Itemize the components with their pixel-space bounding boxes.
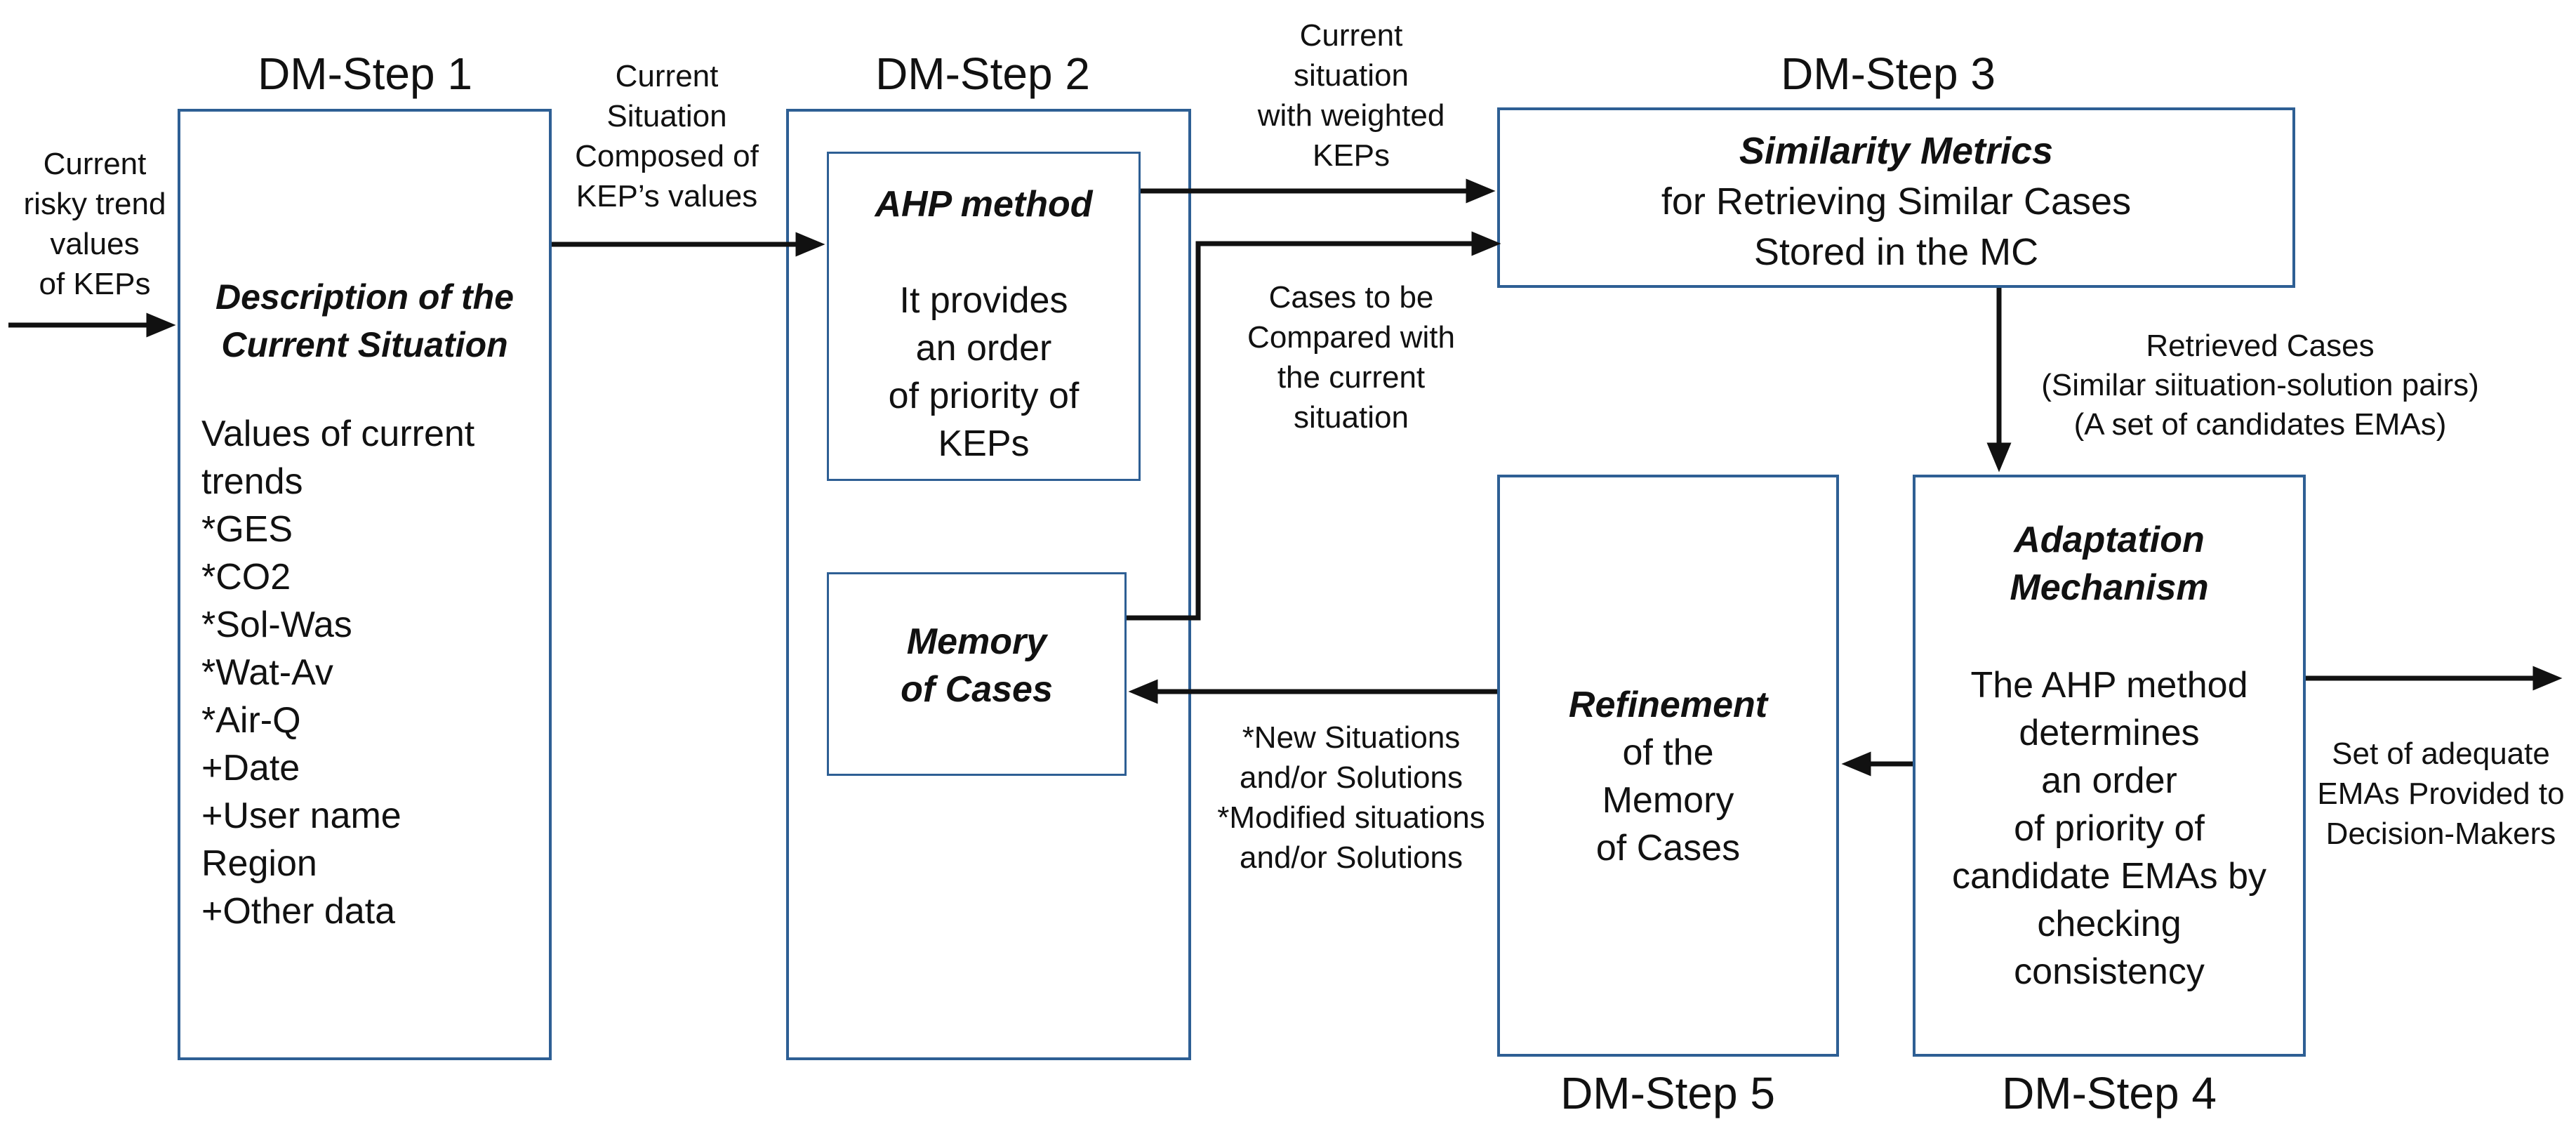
dm-step1-label: DM-Step 1 [258,48,472,99]
description-box-body: Values of current trends *GES *CO2 *Sol-… [201,414,475,932]
description-box-title: Description of the Current Situation [215,277,514,364]
cases-compared-arrow-label: Cases to be Compared with the current si… [1247,280,1455,435]
refinement-box: Refinement of the Memory of Cases [1497,475,1839,1057]
dm-step4-label: DM-Step 4 [2002,1068,2217,1118]
refinement-box-body: of the Memory of Cases [1595,732,1741,869]
dm-step5-label: DM-Step 5 [1560,1068,1775,1118]
ahp-method-box-body: It provides an order of priority of KEPs [888,280,1080,464]
similarity-metrics-box-body: for Retrieving Similar Cases Stored in t… [1661,180,2132,273]
similarity-metrics-box: Similarity Metrics for Retrieving Simila… [1497,107,2295,288]
composed-arrow-label: Current Situation Composed of KEP’s valu… [575,59,759,213]
dm-step3-label: DM-Step 3 [1781,48,1996,99]
memory-of-cases-box: Memory of Cases [827,572,1127,776]
weighted-arrow-label: Current situation with weighted KEPs [1257,18,1445,173]
input-arrow-label: Current risky trend values of KEPs [23,147,166,301]
new-situations-arrow-label: *New Situations and/or Solutions *Modifi… [1217,720,1485,875]
ahp-method-box: AHP method It provides an order of prior… [827,152,1141,481]
dm-step2-label: DM-Step 2 [875,48,1090,99]
adaptation-mechanism-box: Adaptation Mechanism The AHP method dete… [1913,475,2306,1057]
similarity-metrics-box-title: Similarity Metrics [1739,130,2054,172]
memory-of-cases-box-title: Memory of Cases [901,621,1053,710]
description-box: Description of the Current Situation Val… [178,109,552,1060]
adaptation-mechanism-box-title: Adaptation Mechanism [2010,520,2209,608]
ahp-method-box-title: AHP method [875,184,1093,225]
retrieved-cases-arrow-label: Retrieved Cases (Similar siituation-solu… [2041,329,2479,442]
refinement-box-title: Refinement [1568,685,1768,725]
adaptation-mechanism-box-body: The AHP method determines an order of pr… [1951,665,2267,992]
output-arrow-label: Set of adequate EMAs Provided to Decisio… [2317,737,2565,851]
